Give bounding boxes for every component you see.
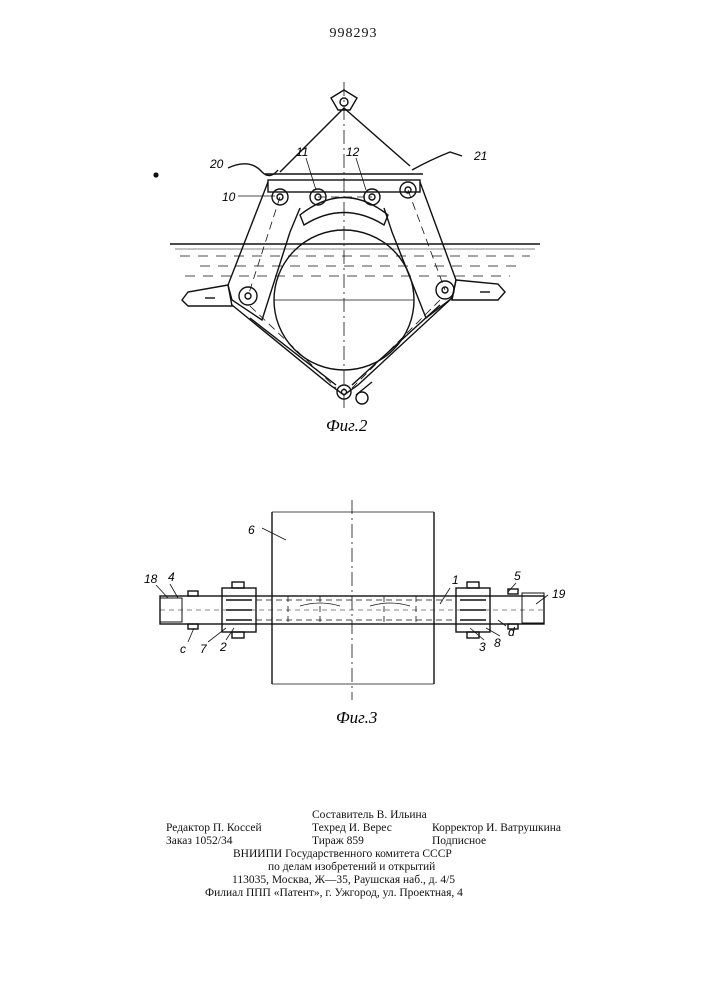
imprint-editor: Редактор П. Коссей: [166, 821, 262, 835]
fig3-label-d: d: [508, 625, 515, 639]
imprint-subscription: Подписное: [432, 834, 486, 848]
imprint-org2: по делам изобретений и открытий: [268, 860, 435, 874]
fig3-label-1: 1: [452, 573, 459, 587]
fig3-label-2: 2: [219, 640, 227, 654]
fig3-caption: Фиг.3: [336, 708, 377, 727]
imprint-techred: Техред И. Верес: [312, 821, 392, 835]
imprint-compiler: Составитель В. Ильина: [312, 808, 427, 822]
fig3-label-19: 19: [552, 587, 566, 601]
fig2-label-10: 10: [222, 190, 236, 204]
fig3-label-c: c: [180, 642, 186, 656]
fig3-label-4: 4: [168, 570, 175, 584]
fig2-caption: Фиг.2: [326, 416, 368, 435]
fig3-label-8: 8: [494, 636, 501, 650]
fig3-label-6: 6: [248, 523, 255, 537]
fig3-label-5: 5: [514, 569, 521, 583]
fig3-label-7: 7: [200, 642, 208, 656]
imprint-branch: Филиал ППП «Патент», г. Ужгород, ул. Про…: [205, 886, 463, 900]
imprint-circulation: Тираж 859: [312, 834, 364, 848]
imprint-order: Заказ 1052/34: [166, 834, 233, 848]
fig3-label-18: 18: [144, 572, 158, 586]
imprint-address: 113035, Москва, Ж—35, Раушская наб., д. …: [232, 873, 455, 887]
fig3-label-3: 3: [479, 640, 486, 654]
imprint-org: ВНИИПИ Государственного комитета СССР: [233, 847, 452, 861]
fig2-label-12: 12: [346, 145, 360, 159]
imprint-corrector: Корректор И. Ватрушкина: [432, 821, 561, 835]
fig2-label-21: 21: [473, 149, 487, 163]
fig2-label-11: 11: [296, 145, 308, 159]
fig2-label-20: 20: [209, 157, 224, 171]
